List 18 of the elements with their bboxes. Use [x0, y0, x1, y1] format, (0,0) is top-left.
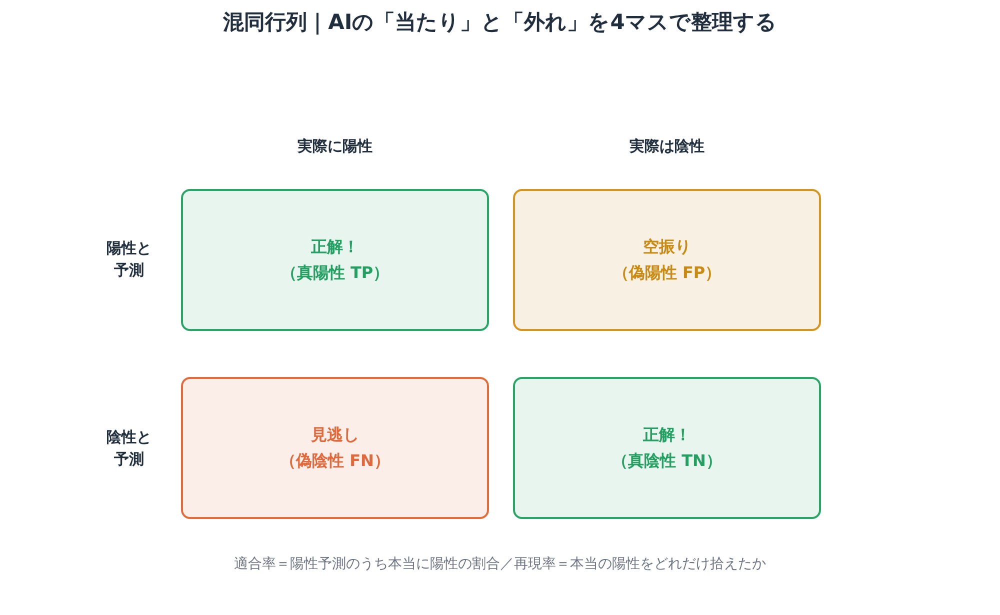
outcome-heading: 空振り — [643, 236, 691, 258]
page-title: 混同行列｜AIの「当たり」と「外れ」を4マスで整理する — [223, 9, 777, 36]
outcome-term: （偽陽性 FP） — [612, 262, 722, 284]
matrix-cell — [513, 189, 821, 331]
row-header: 陽性と予測 — [106, 238, 152, 281]
outcome-term: （偽陰性 FN） — [280, 450, 390, 472]
column-header: 実際に陽性 — [296, 137, 374, 156]
outcome-heading: 見逃し — [311, 424, 359, 446]
outcome-term: （真陰性 TN） — [612, 450, 722, 472]
outcome-heading: 正解！ — [311, 236, 359, 258]
matrix-cell — [181, 189, 489, 331]
matrix-cell — [181, 377, 489, 519]
footnote-text: 適合率＝陽性予測のうち本当に陽性の割合／再現率＝本当の陽性をどれだけ拾えたか — [234, 555, 766, 573]
outcome-heading: 正解！ — [643, 424, 691, 446]
outcome-term: （真陽性 TP） — [280, 262, 390, 284]
matrix-cell — [513, 377, 821, 519]
column-header: 実際は陰性 — [628, 137, 706, 156]
row-header: 陰性と予測 — [106, 427, 152, 470]
